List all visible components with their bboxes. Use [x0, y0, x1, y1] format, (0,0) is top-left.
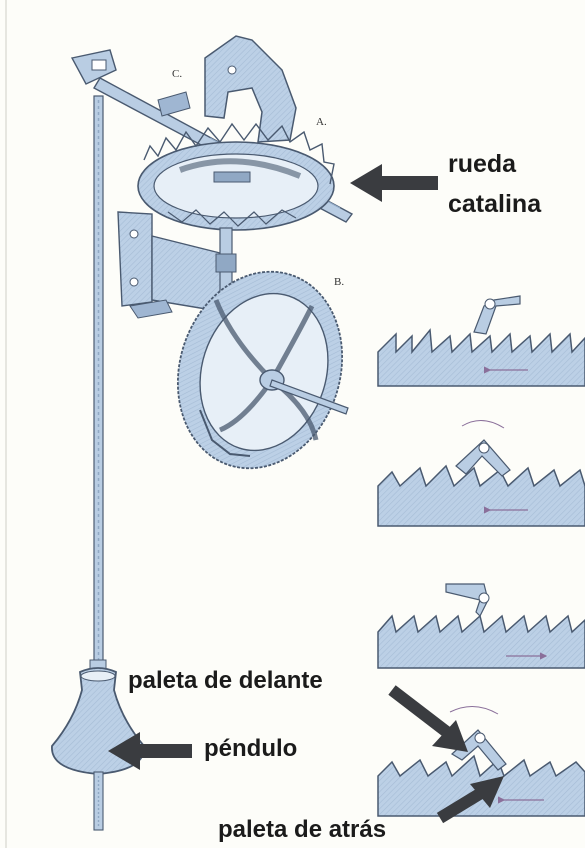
- part-letter-b: B.: [334, 276, 344, 288]
- escapement-panel-3: [378, 584, 585, 668]
- pendulum-rod: [94, 96, 103, 666]
- arrow-paleta-delante: [392, 690, 468, 752]
- label-paleta-atras: paleta de atrás: [218, 816, 386, 844]
- escapement-panel-2: [378, 420, 585, 526]
- arrow-rueda-catalina: [350, 164, 438, 202]
- label-catalina: catalina: [448, 190, 541, 219]
- crown-wheel: [138, 124, 334, 230]
- label-rueda: rueda: [448, 150, 516, 179]
- label-pendulo: péndulo: [204, 735, 297, 763]
- part-letter-a: A.: [316, 116, 327, 128]
- escapement-panel-1: [378, 296, 585, 386]
- label-paleta-delante: paleta de delante: [128, 667, 323, 695]
- part-letter-c: C.: [172, 68, 182, 80]
